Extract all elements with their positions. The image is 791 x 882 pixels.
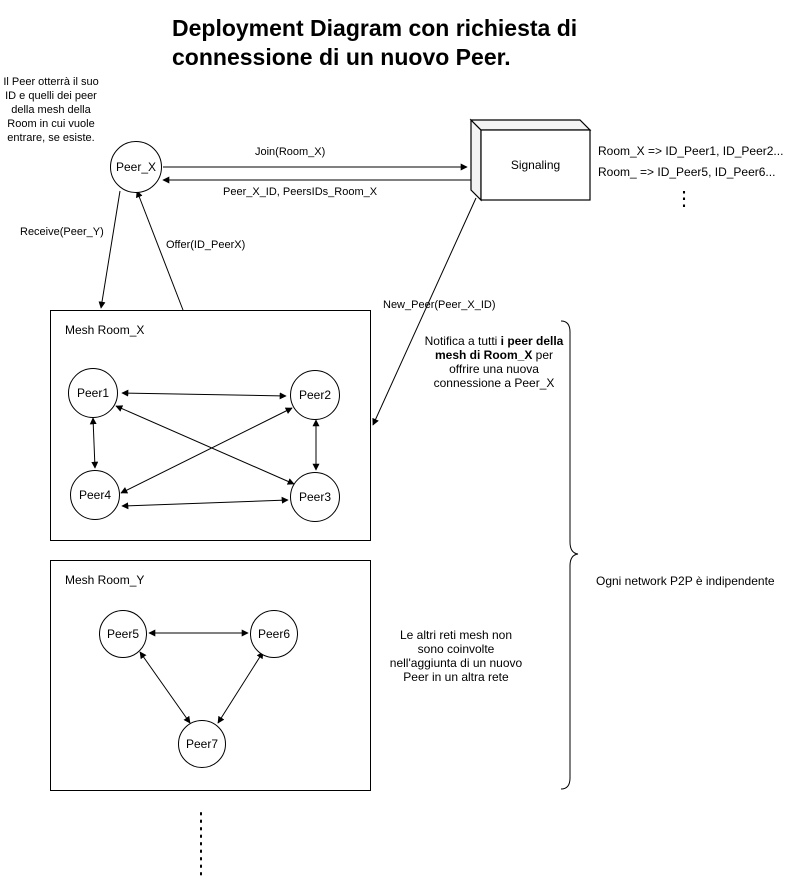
mesh-edge-4-3	[121, 496, 289, 510]
page-title: Deployment Diagram con richiesta di conn…	[172, 15, 578, 70]
receive-label: Receive(Peer_Y)	[20, 226, 104, 238]
other-nets-note: Le altri reti mesh non sono coinvolte ne…	[389, 628, 523, 684]
signaling-node-shape	[469, 118, 592, 202]
mesh-edge-6-7	[217, 651, 264, 724]
signaling-row-1: Room_X => ID_Peer1, ID_Peer2...	[598, 144, 784, 158]
peer1-label: Peer1	[76, 386, 110, 400]
offer-label: Offer(ID_PeerX)	[166, 239, 246, 251]
peer4-label: Peer4	[78, 488, 112, 502]
mesh-room-y: Mesh Room_Y	[50, 560, 371, 791]
peer2-node[interactable]: Peer2	[290, 370, 340, 420]
join-label: Join(Room_X)	[255, 146, 326, 158]
peer6-node[interactable]: Peer6	[250, 610, 298, 658]
ids-label: Peer_X_ID, PeersIDs_Room_X	[223, 186, 378, 198]
new-peer-label: New_Peer(Peer_X_ID)	[383, 299, 496, 311]
signaling-row-2: Room_ => ID_Peer5, ID_Peer6...	[598, 165, 776, 179]
peer4-node[interactable]: Peer4	[70, 470, 120, 520]
signaling-label: Signaling	[510, 158, 561, 172]
notify-note-bold: i peer della mesh di Room_X	[434, 334, 564, 362]
notify-note-pre: Notifica a tutti	[424, 334, 501, 348]
peer7-label: Peer7	[185, 737, 219, 751]
mesh-edge-5-7	[139, 651, 191, 724]
peer5-label: Peer5	[106, 627, 140, 641]
independent-note: Ogni network P2P è indipendente	[596, 574, 775, 588]
signaling-node[interactable]: Signaling	[481, 130, 590, 200]
peer6-label: Peer6	[257, 627, 291, 641]
peer1-node[interactable]: Peer1	[68, 368, 118, 418]
peer5-node[interactable]: Peer5	[99, 610, 147, 658]
mesh-edge-4-2	[120, 407, 293, 494]
peer7-node[interactable]: Peer7	[178, 720, 226, 768]
receive-edge	[98, 190, 121, 309]
mesh-edge-1-2	[121, 389, 287, 400]
peer-x-node[interactable]: Peer_X	[110, 141, 162, 193]
mesh-edge-1-4	[89, 417, 99, 469]
peer3-label: Peer3	[298, 490, 332, 504]
peer-x-label: Peer_X	[115, 160, 157, 174]
new-peer-edge	[372, 197, 477, 426]
notify-note-post: per offrire una nuova connessione a Peer…	[433, 348, 555, 390]
signaling-more-icon: ⋮	[674, 188, 694, 210]
mesh-room-x-label: Mesh Room_X	[65, 323, 145, 337]
mesh-room-x: Mesh Room_X	[50, 310, 371, 541]
peer2-label: Peer2	[298, 388, 332, 402]
mesh-room-y-label: Mesh Room_Y	[65, 573, 145, 587]
notify-note: Notifica a tutti i peer della mesh di Ro…	[424, 334, 564, 390]
offer-edge	[136, 190, 184, 311]
peer3-node[interactable]: Peer3	[290, 472, 340, 522]
peer-note: Il Peer otterrà il suo ID e quelli dei p…	[3, 76, 99, 144]
curly-brace	[560, 320, 579, 790]
